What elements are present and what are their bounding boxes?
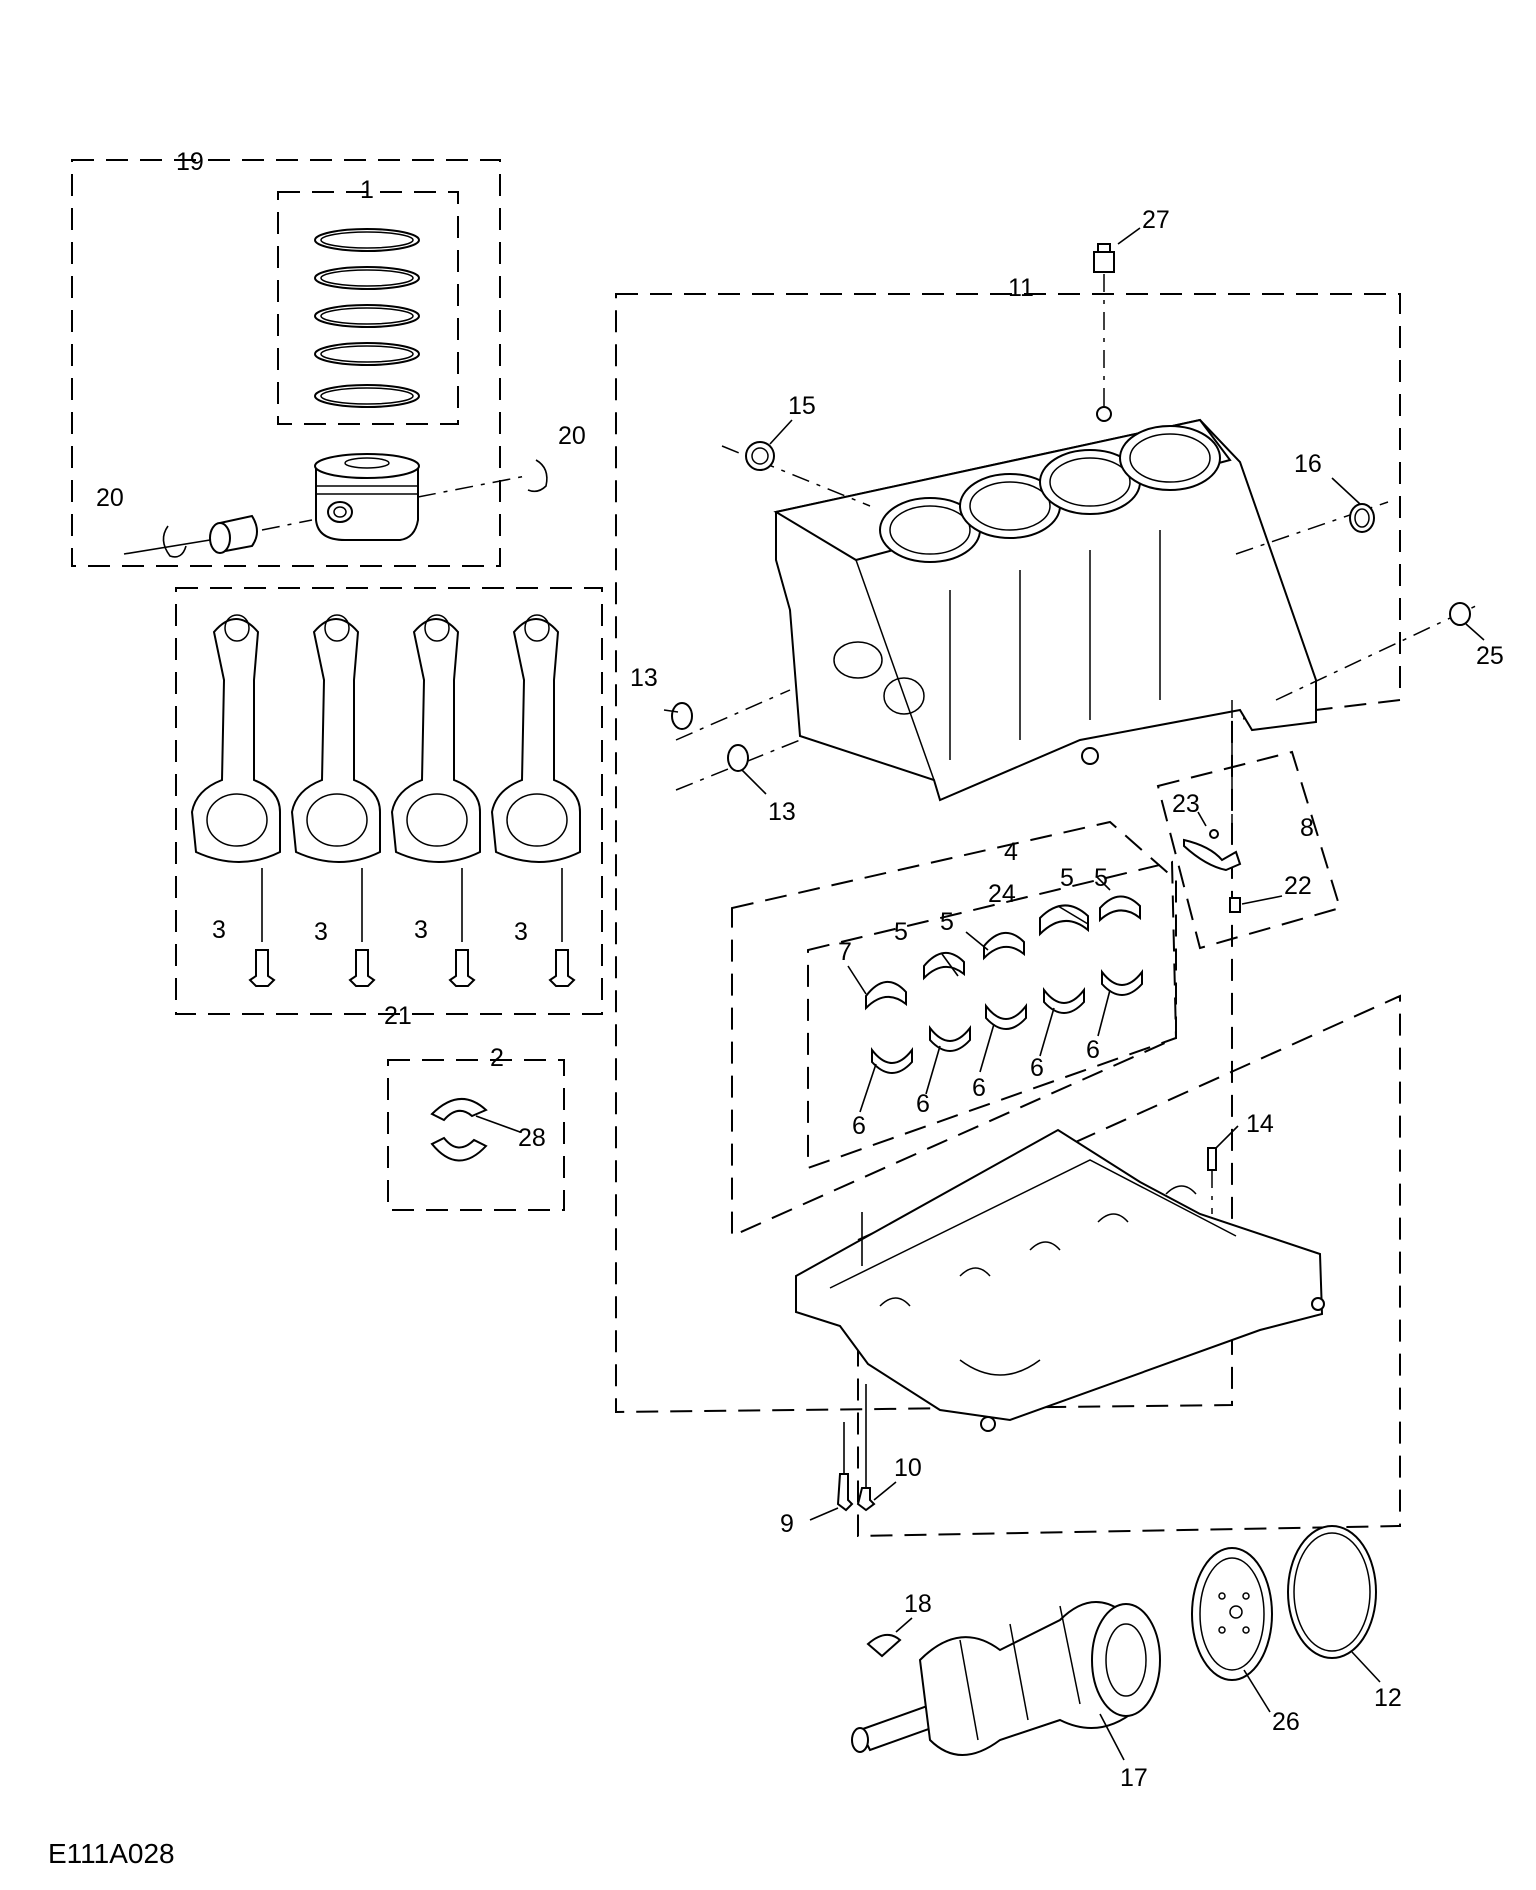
callout-label: 16 xyxy=(1294,450,1322,478)
callout-label: 18 xyxy=(904,1590,932,1618)
callout-label: 3 xyxy=(414,916,428,944)
callout-label: 4 xyxy=(1004,838,1018,866)
diagram-reference-code: E111A028 xyxy=(48,1838,175,1869)
callout-label: 5 xyxy=(1094,864,1108,892)
ladder-frame xyxy=(795,1128,1325,1432)
main-bearing-inner-frame xyxy=(807,860,1178,1170)
ladder-bolts xyxy=(836,1212,876,1512)
crankshaft xyxy=(851,1601,1161,1756)
callout-label: 6 xyxy=(972,1074,986,1102)
callout-label: 8 xyxy=(1300,814,1314,842)
oil-pump-sensor-frame xyxy=(1156,750,1342,950)
main-bearing-lower-shells xyxy=(871,969,1143,1074)
piston-pin-clips xyxy=(162,459,548,558)
rear-crankshaft-seal xyxy=(1287,1525,1377,1659)
main-bearing-frame xyxy=(731,820,1177,1238)
big-end-bearing-frame xyxy=(387,1059,565,1211)
connecting-rod xyxy=(390,614,481,987)
callout-label: 6 xyxy=(852,1112,866,1140)
callout-label: 5 xyxy=(894,918,908,946)
piston-rings-frame xyxy=(277,191,459,425)
callout-label: 19 xyxy=(176,148,204,176)
callout-label: 2 xyxy=(490,1044,504,1072)
callout-label: 6 xyxy=(1030,1054,1044,1082)
cylinder-block xyxy=(675,272,1481,802)
connecting-rod xyxy=(290,614,381,987)
group-frames xyxy=(71,159,1401,1538)
callout-label: 23 xyxy=(1172,790,1200,818)
callout-label: 21 xyxy=(384,1002,412,1030)
piston-assembly-frame xyxy=(71,159,501,567)
cylinder-block-frame xyxy=(615,293,1401,1414)
block-plugs xyxy=(671,243,1471,772)
callout-label: 13 xyxy=(768,798,796,826)
big-end-bearing-shells xyxy=(430,1097,488,1162)
callout-label: 1 xyxy=(360,176,374,204)
callout-label: 26 xyxy=(1272,1708,1300,1736)
callout-label: 15 xyxy=(788,392,816,420)
callout-label: 20 xyxy=(558,422,586,450)
connecting-rods xyxy=(190,614,581,987)
callout-label: 22 xyxy=(1284,872,1312,900)
callout-label: 3 xyxy=(314,918,328,946)
connecting-rod xyxy=(490,614,581,987)
callout-label: 11 xyxy=(1008,274,1034,302)
callout-label: 20 xyxy=(96,484,124,512)
callout-label: 6 xyxy=(1086,1036,1100,1064)
callout-label: 28 xyxy=(518,1124,546,1152)
piston-pin xyxy=(123,475,527,555)
main-bearing-upper-shells xyxy=(865,895,1141,1011)
callout-label: 10 xyxy=(894,1454,922,1482)
connecting-rod xyxy=(190,614,281,987)
piston-rings xyxy=(314,228,420,408)
piston xyxy=(314,453,420,541)
callout-label: 3 xyxy=(514,918,528,946)
connecting-rods-frame xyxy=(175,587,603,1015)
callout-label: 25 xyxy=(1476,642,1504,670)
callout-label: 27 xyxy=(1142,206,1170,234)
callout-label: 14 xyxy=(1246,1110,1274,1138)
leader-lines xyxy=(475,227,1485,1761)
callout-label: 17 xyxy=(1120,1764,1148,1792)
callout-label: 7 xyxy=(838,938,852,966)
callout-label: 9 xyxy=(780,1510,794,1538)
callout-labels: 19 1 20 20 27 11 15 16 25 13 13 21 3 3 3… xyxy=(96,148,1504,1792)
callout-label: 24 xyxy=(988,880,1016,908)
callout-label: 6 xyxy=(916,1090,930,1118)
callout-label: 5 xyxy=(1060,864,1074,892)
callout-label: 12 xyxy=(1374,1684,1402,1712)
callout-label: 3 xyxy=(212,916,226,944)
callout-label: 13 xyxy=(630,664,658,692)
ladder-frame-frame xyxy=(857,994,1401,1538)
flexplate xyxy=(1191,1547,1273,1681)
callout-label: 5 xyxy=(940,908,954,936)
oil-jet-sensor xyxy=(1183,700,1242,913)
